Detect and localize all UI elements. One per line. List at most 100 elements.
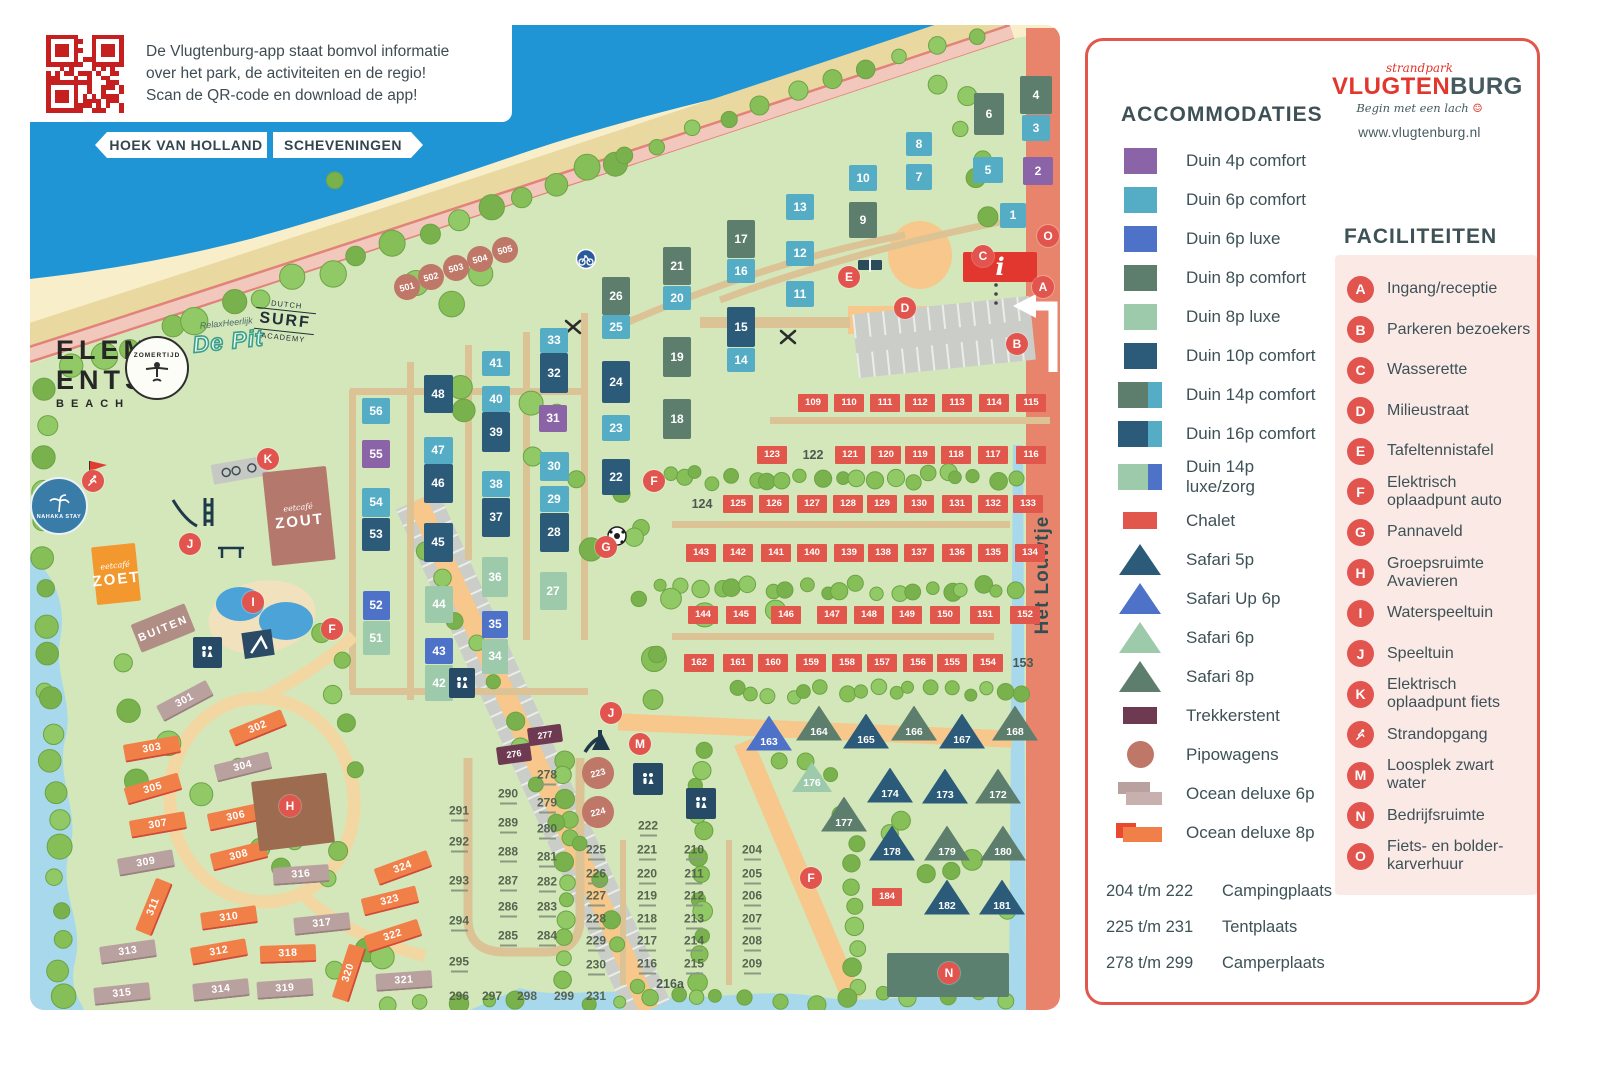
toilet-building	[192, 636, 222, 668]
facility-marker-I: I	[242, 591, 264, 613]
safaritent-163: 163	[746, 715, 792, 751]
c8-swatch	[1123, 264, 1157, 291]
safaritent-164: 164	[796, 705, 842, 741]
chalet-138: 138	[868, 544, 898, 562]
plot-30: 30	[539, 451, 569, 481]
chalet-184: 184	[872, 888, 902, 906]
plot-48: 48	[423, 375, 453, 413]
plot-27: 27	[539, 572, 567, 610]
chalet-120: 120	[871, 446, 901, 464]
legend-label: Duin 8p luxe	[1186, 306, 1281, 326]
pipowagen-505: 505	[489, 234, 521, 266]
facility-marker-M: M	[629, 733, 651, 755]
legend-label: Duin 10p comfort	[1186, 345, 1316, 365]
pitch-218: 218	[637, 913, 657, 930]
chalet-119: 119	[905, 446, 935, 464]
chalet-128: 128	[833, 495, 863, 513]
safaritent-173: 173	[922, 768, 968, 804]
plot-28: 28	[539, 512, 569, 552]
pitch-283: 283	[537, 901, 557, 918]
facility-badge-K: K	[1347, 680, 1374, 708]
pitch-299: 299	[553, 989, 575, 1003]
buiten: BUITEN	[130, 603, 196, 653]
faciliteiten-title: FACILITEITEN	[1344, 225, 1498, 248]
ocean-305: 305	[123, 772, 183, 806]
facility-marker-C: C	[972, 245, 994, 267]
ocean-302: 302	[228, 709, 288, 747]
facility-badge-D: D	[1347, 397, 1374, 425]
entrance-arrow	[1013, 294, 1058, 372]
pitch-294: 294	[449, 915, 469, 932]
ground-label-216a: 216a	[656, 977, 684, 991]
legend-row-c8: Duin 8p comfort	[1108, 258, 1408, 297]
website-url[interactable]: www.vlugtenburg.nl	[1358, 125, 1481, 140]
entrance-dots	[994, 283, 998, 305]
pitch-204: 204	[742, 844, 762, 861]
pitch-289: 289	[498, 817, 518, 834]
pitch-221: 221	[637, 844, 657, 861]
legend-row-sup: Safari Up 6p	[1108, 579, 1408, 618]
legend-row-trek: Trekkerstent	[1108, 696, 1408, 735]
pitch-296: 296	[448, 989, 470, 1003]
playground-icon	[583, 730, 610, 753]
chalet-123: 123	[757, 446, 787, 464]
lane	[700, 317, 850, 328]
chalet-149: 149	[892, 606, 922, 624]
chalet-154: 154	[973, 654, 1003, 672]
plot-46: 46	[423, 463, 453, 503]
facility-badge-H: H	[1347, 559, 1374, 587]
legend-label: Ocean deluxe 6p	[1186, 783, 1315, 803]
chalet-155: 155	[937, 654, 967, 672]
ocean-323: 323	[360, 885, 420, 917]
pitch-208: 208	[742, 935, 762, 952]
map-background	[30, 25, 1060, 1010]
vlugtenburg-logo: strandpark VLUGTENBURG Begin met een lac…	[1332, 61, 1523, 140]
plot-40: 40	[482, 386, 510, 412]
ocean-307: 307	[128, 811, 188, 839]
s5-swatch	[1119, 544, 1161, 575]
sign-hoek-van-holland: HOEK VAN HOLLAND	[95, 132, 267, 158]
legend-label: Ocean deluxe 8p	[1186, 822, 1315, 842]
chalet-116: 116	[1016, 446, 1046, 464]
facility-badge-G: G	[1347, 518, 1374, 546]
accommodaties-title: ACCOMMODATIES	[1121, 103, 1323, 126]
safaritent-177: 177	[821, 796, 867, 832]
pitch-298: 298	[516, 989, 538, 1003]
pitch-209: 209	[742, 958, 762, 975]
plot-2: 2	[1023, 157, 1053, 185]
plot-26: 26	[602, 277, 630, 315]
chalet-130: 130	[904, 495, 934, 513]
ocean-317: 317	[293, 912, 351, 936]
chalet-142: 142	[723, 544, 753, 562]
legend-label: Pipowagens	[1186, 744, 1279, 764]
plot-6: 6	[974, 93, 1004, 135]
facility-marker-walk	[82, 470, 104, 492]
chalet-160: 160	[758, 654, 788, 672]
c4-swatch	[1123, 147, 1157, 174]
plot-3: 3	[1022, 115, 1050, 141]
legend-label: Chalet	[1186, 510, 1236, 530]
trek-swatch	[1123, 707, 1157, 724]
legend-row-s8: Safari 8p	[1108, 657, 1408, 696]
legend-row-l8: Duin 8p luxe	[1108, 297, 1408, 336]
chalet-144: 144	[688, 606, 718, 624]
sup-swatch	[1119, 583, 1161, 614]
ocean-316: 316	[272, 864, 330, 886]
sign-scheveningen: SCHEVENINGEN	[273, 132, 423, 158]
legend-label: Trekkerstent	[1186, 705, 1280, 725]
map-items-layer: ELEM ENTS BEACH ZOMERTIJD RelaxHeerlijk …	[30, 25, 1060, 1010]
person-icon	[145, 361, 169, 382]
safaritent-167: 167	[939, 713, 985, 749]
chalet-152: 152	[1010, 606, 1040, 624]
pitch-219: 219	[637, 890, 657, 907]
chalet-148: 148	[854, 606, 884, 624]
facility-badge-M: M	[1347, 761, 1374, 789]
safaritent-178: 178	[869, 825, 915, 861]
pitch-222: 222	[638, 820, 658, 837]
chalet-129: 129	[867, 495, 897, 513]
l14-swatch	[1118, 464, 1162, 490]
